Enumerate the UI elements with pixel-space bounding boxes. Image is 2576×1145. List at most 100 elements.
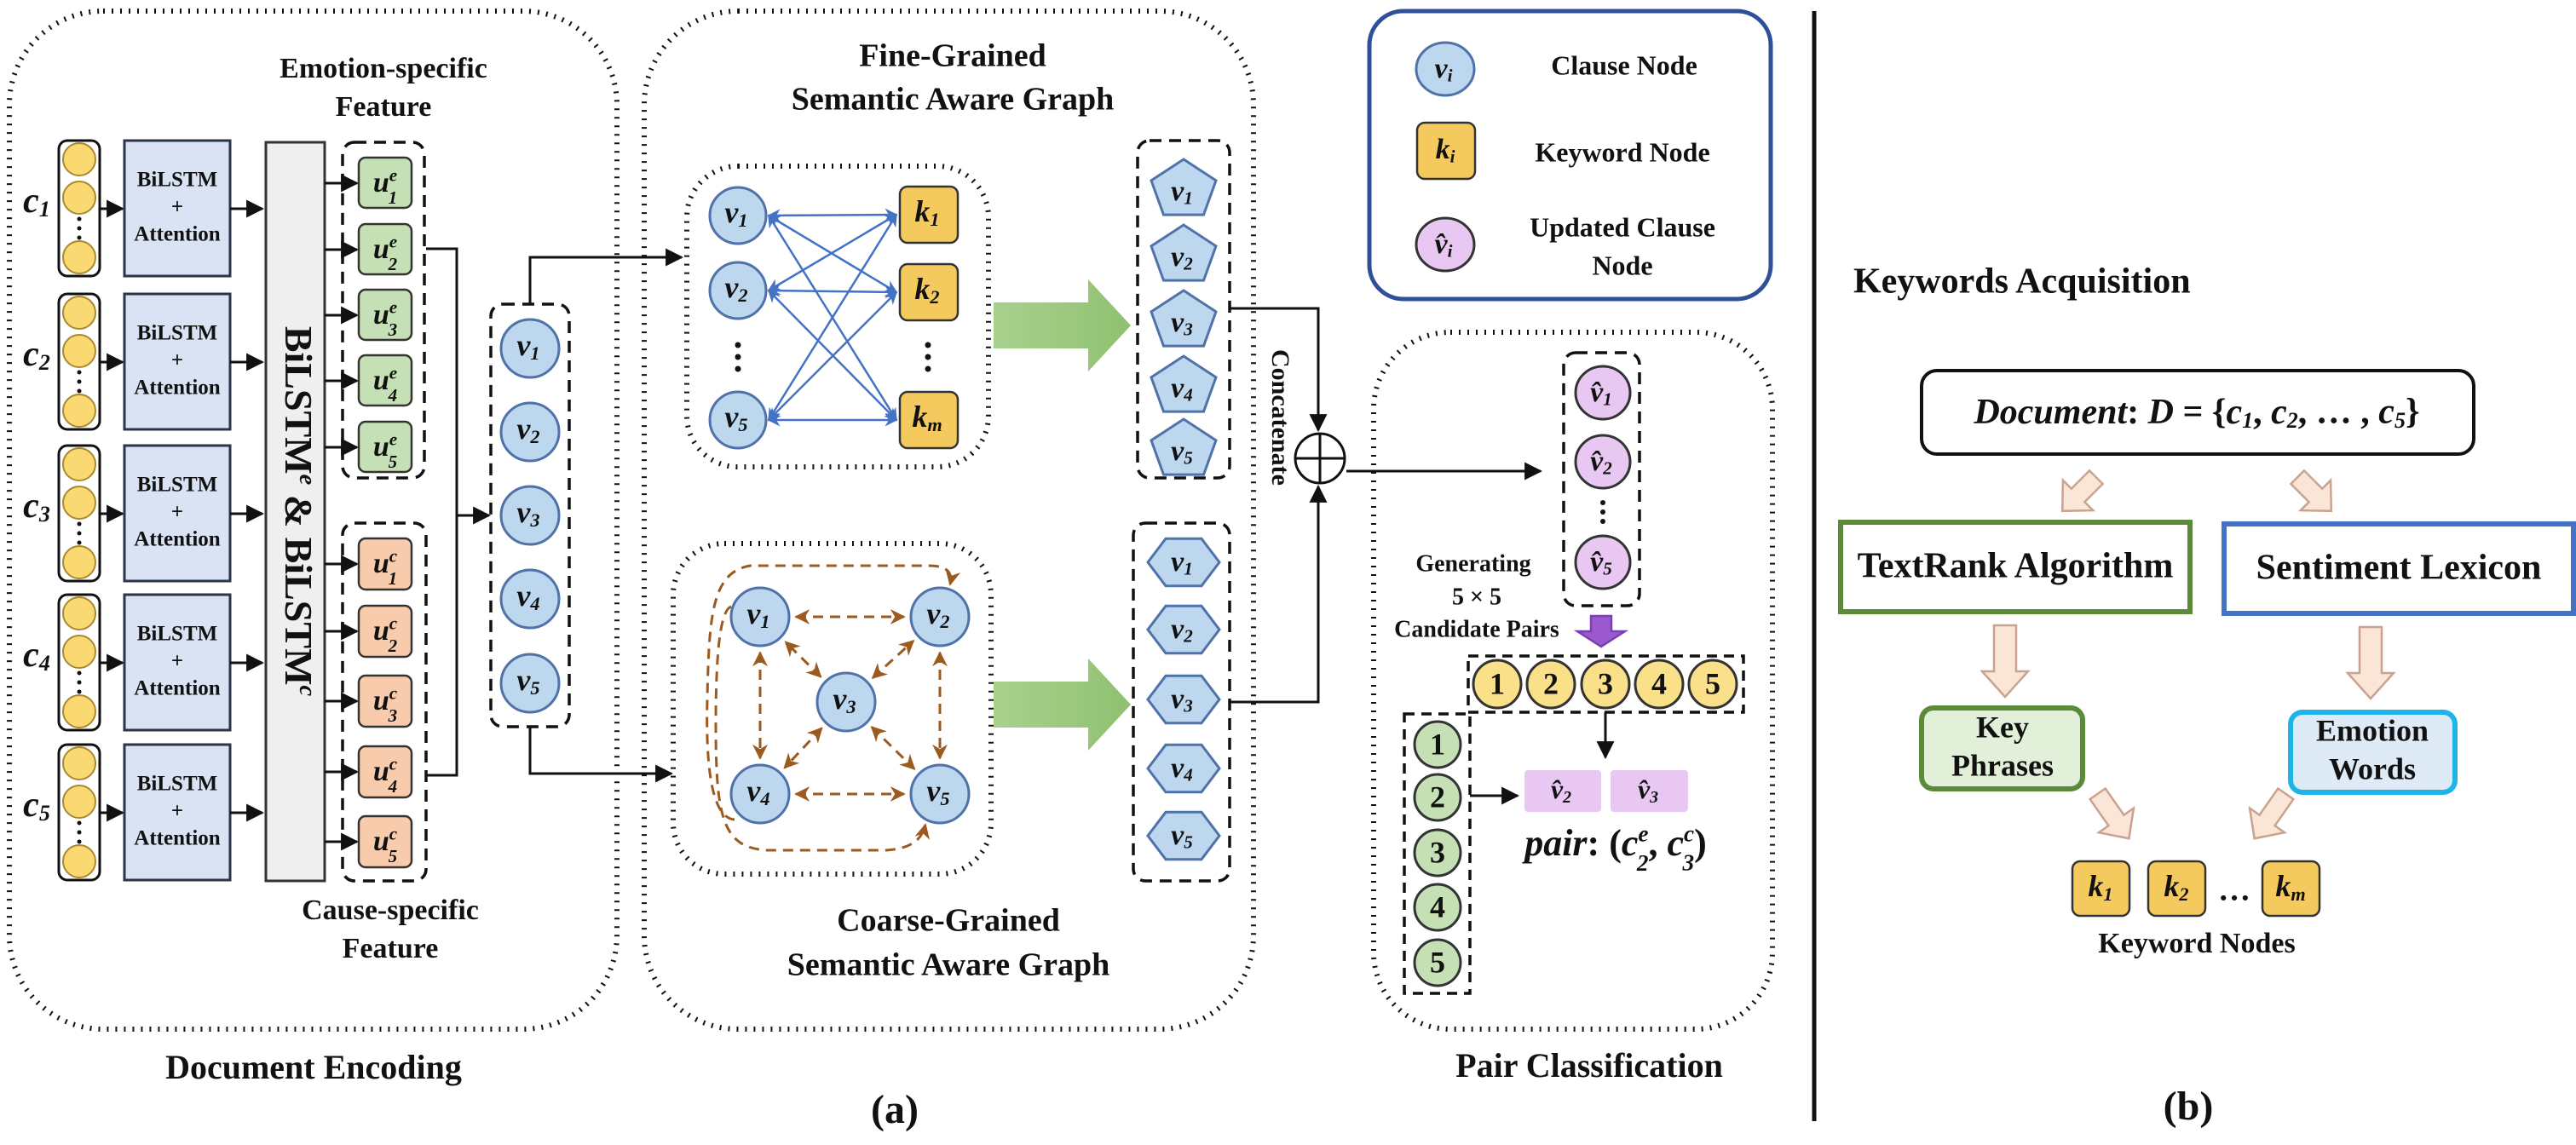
label-text: v — [746, 596, 761, 630]
emotion-feature-box — [357, 420, 413, 474]
label-text: v — [724, 400, 739, 434]
fine-edge — [767, 208, 898, 222]
encoder-label: + — [171, 196, 183, 219]
superscript: c — [389, 682, 398, 703]
dot — [77, 216, 82, 222]
bilstm-attention-box — [123, 444, 232, 583]
emotion-index-label: 1 — [1430, 727, 1445, 761]
document-encoding-title: Document Encoding — [165, 1048, 462, 1086]
subscript: 5 — [389, 452, 398, 472]
label-text: v — [724, 270, 739, 304]
coarse-clause-node: v1 — [746, 596, 769, 632]
dot — [735, 342, 741, 348]
dot — [925, 365, 931, 372]
label-text: v — [1171, 752, 1184, 784]
fine-clause-node: v2 — [724, 270, 747, 306]
cause-feature-box — [357, 604, 413, 659]
label-text: , — [2253, 393, 2271, 432]
label-text: : — [2127, 393, 2148, 432]
document-formula: Document: D = {c1, c2, … , c5} — [1973, 392, 2419, 433]
label-text: k — [1436, 134, 1450, 165]
coarse-edge — [784, 641, 822, 678]
word-embedding-circle — [62, 394, 96, 428]
merge-arrow-left — [2088, 786, 2135, 840]
subscript: 5 — [389, 846, 398, 866]
encoder-label: Attention — [134, 528, 220, 551]
emotion-index-label: 2 — [1430, 780, 1445, 814]
emotion-index-circle — [1413, 773, 1462, 822]
coarse-output-node: v1 — [1171, 546, 1193, 578]
emotion-feature-box — [357, 222, 413, 276]
word-embedding-circle — [62, 694, 96, 728]
clause-node: v5 — [516, 663, 539, 699]
emotion-words-box — [2288, 710, 2458, 795]
encoder-label: Attention — [134, 677, 220, 700]
clause-node-shape — [499, 318, 561, 379]
fine-edge — [767, 291, 898, 422]
label-text: u — [373, 615, 389, 647]
label-text: u — [373, 233, 389, 265]
subscript: 2 — [939, 611, 949, 632]
pair-node-box — [1611, 770, 1688, 812]
subscript: 3 — [1682, 850, 1695, 876]
label-text: v — [1435, 53, 1449, 84]
label-text: v — [516, 495, 531, 529]
ellipsis-dots — [77, 820, 82, 844]
panel-b-caption: (b) — [2164, 1084, 2214, 1129]
coarse-output-node: v5 — [1171, 820, 1193, 852]
label-text: c — [1622, 822, 1639, 864]
coarse-clause-node: v4 — [746, 774, 769, 809]
legend-box — [1367, 9, 1773, 302]
superscript: c — [389, 753, 398, 774]
label-text: c — [23, 181, 39, 221]
superscript: e — [1638, 821, 1648, 847]
cause-index-circle — [1472, 659, 1523, 710]
pair-node-box — [1524, 770, 1601, 812]
fine-output-node-shape — [1150, 289, 1218, 348]
ellipsis-dots — [735, 342, 741, 372]
textrank-label: TextRank Algorithm — [1858, 547, 2174, 586]
clause-node-shape — [499, 401, 561, 463]
subscript: 5 — [2394, 408, 2406, 433]
subscript: 3 — [1183, 695, 1193, 716]
label-text: v̂ — [1590, 446, 1604, 477]
sentiment-lexicon-label: Sentiment Lexicon — [2256, 549, 2542, 588]
label-text: , — [1649, 822, 1668, 864]
legend-keyword-node-icon — [1415, 121, 1477, 181]
keyword-nodes-label: Keyword Nodes — [2098, 928, 2295, 959]
dot — [735, 365, 741, 372]
word-embedding-circle — [62, 142, 96, 176]
word-embedding-circle — [62, 181, 96, 215]
subscript: m — [927, 414, 942, 435]
keyword-node: km — [2275, 869, 2305, 905]
cause-feature-label: Feature — [343, 933, 439, 964]
label-text: u — [373, 548, 389, 579]
emotion-feature-box — [357, 288, 413, 342]
emotion-words-label: Emotion — [2316, 713, 2429, 747]
label-text: BiLSTM — [277, 538, 320, 686]
coarse-clause-node: v3 — [833, 682, 856, 717]
coarse-output-node-shape — [1146, 604, 1221, 655]
word-embedding-circle — [62, 545, 96, 579]
subscript: 2 — [388, 636, 398, 656]
bilstm-attention-box — [123, 593, 232, 732]
word-embedding-circle — [62, 334, 96, 368]
clause-label: c5 — [23, 785, 50, 826]
updated-node-column — [1562, 351, 1641, 607]
coarse-clause-node-shape — [815, 671, 877, 733]
fine-graph-title: Semantic Aware Graph — [792, 82, 1115, 118]
concatenate-label: Concatenate — [1266, 349, 1294, 486]
pair-node: v̂2 — [1551, 774, 1571, 806]
cause-feature-box — [357, 674, 413, 728]
word-embedding-circle — [62, 596, 96, 630]
superscript: c — [389, 823, 398, 843]
dot — [77, 670, 82, 676]
fine-output-node-shape — [1150, 417, 1218, 476]
subscript: 1 — [2242, 408, 2253, 433]
clause-node: v1 — [516, 328, 539, 364]
label-text: c — [2378, 392, 2394, 431]
clause-node-shape — [499, 485, 561, 546]
superscript: e — [389, 296, 397, 317]
